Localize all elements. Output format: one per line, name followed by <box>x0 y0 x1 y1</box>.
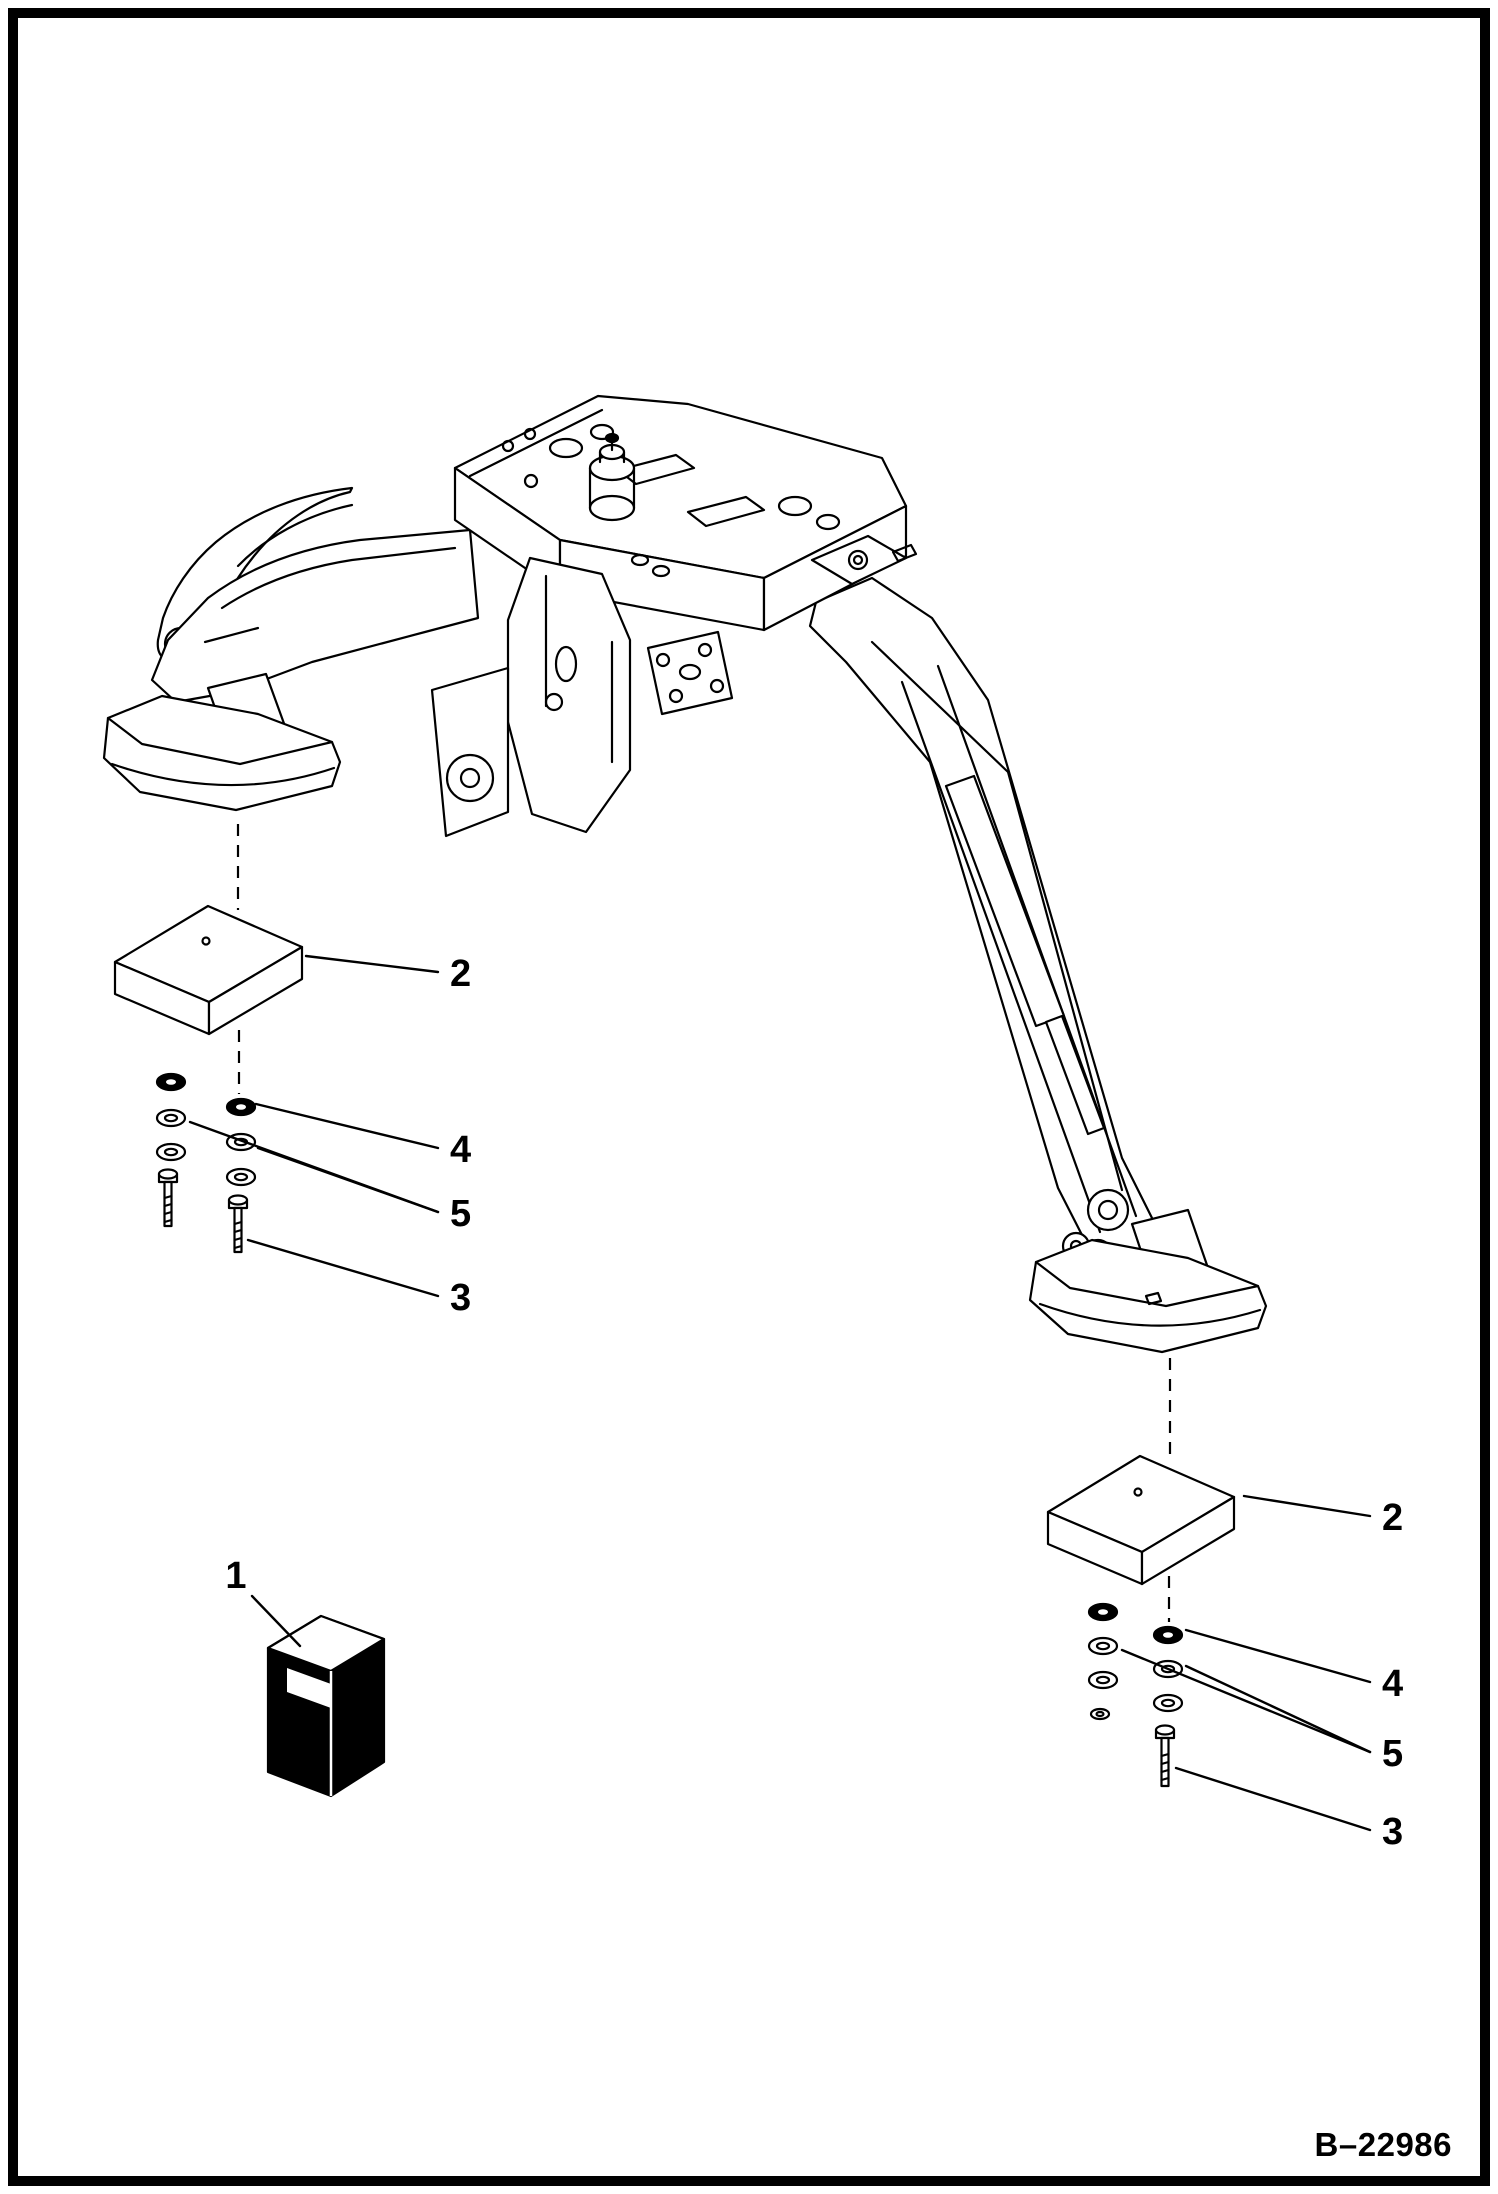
kit-box <box>266 1614 386 1798</box>
callout-right-lock-washer: 4 <box>1382 1663 1403 1705</box>
callout-right-flat-washer: 5 <box>1382 1733 1403 1775</box>
leader-left-pad <box>304 954 440 974</box>
swivel-post <box>588 432 636 522</box>
flat-washers-left <box>155 1108 257 1187</box>
callout-left-lock-washer: 4 <box>450 1129 471 1171</box>
right-pad-assembly <box>1046 1454 1236 1788</box>
leader-right-pad <box>1242 1494 1372 1518</box>
callout-kit: 1 <box>225 1555 246 1597</box>
leader-kit <box>250 1594 302 1648</box>
boom-pivot <box>810 534 918 586</box>
lock-washers-left <box>155 1072 257 1117</box>
mount-pad <box>646 630 734 716</box>
bolt-right <box>1154 1724 1176 1788</box>
leader-right-flat-washer-a <box>1120 1648 1372 1754</box>
page-border <box>8 8 1490 2186</box>
lock-washers-right <box>1087 1602 1184 1645</box>
left-pad-assembly <box>113 904 304 1254</box>
rubber-pad-right <box>1046 1454 1236 1586</box>
bolt-left-2 <box>227 1194 249 1254</box>
leader-right-bolt <box>1174 1766 1372 1832</box>
figure-reference: B–22986 <box>1315 2126 1452 2163</box>
callout-left-bolt: 3 <box>450 1277 471 1319</box>
leader-right-flat-washer-b <box>1184 1664 1372 1754</box>
machine-assembly <box>102 394 1268 1354</box>
right-stabilizer-foot <box>1028 1208 1268 1354</box>
boom-cylinder <box>944 774 1106 1136</box>
left-stabilizer-foot <box>102 672 342 812</box>
callout-left-pad: 2 <box>450 953 471 995</box>
callout-left-flat-washer: 5 <box>450 1193 471 1235</box>
flat-washers-right <box>1087 1636 1184 1721</box>
right-boom <box>808 576 1172 1290</box>
center-bracket <box>430 556 632 838</box>
assembly-dashed-lines <box>236 824 1172 1622</box>
leader-left-bolt <box>246 1238 440 1298</box>
leader-left-lock-washer <box>254 1102 440 1150</box>
callout-right-pad: 2 <box>1382 1497 1403 1539</box>
leader-lines <box>188 954 1372 1832</box>
callout-right-bolt: 3 <box>1382 1811 1403 1853</box>
leader-left-flat-washer-b <box>256 1146 440 1214</box>
leader-right-lock-washer <box>1184 1628 1372 1684</box>
kit-box-label <box>287 1668 331 1708</box>
bolt-left-1 <box>157 1168 179 1228</box>
rubber-pad-left <box>113 904 304 1036</box>
